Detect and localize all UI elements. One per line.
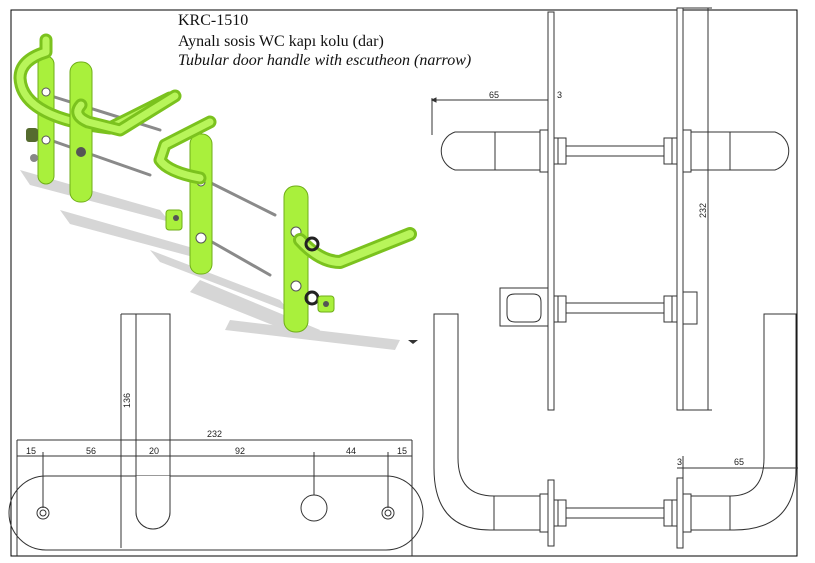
side-view-drawing [430,7,790,411]
front-view-plate [8,475,424,551]
side-view-plate-left [547,11,555,411]
product-code: KRC-1510 [178,12,249,29]
turn-knob-right [317,295,335,313]
product-name-english: Tubular door handle with escutheon (narr… [178,52,472,69]
dim-plate-total: 232 [207,429,222,439]
dim-side-height: 232 [698,203,708,218]
escutcheon-plate-middle [189,133,213,275]
dim-plate-seg-6: 15 [397,446,407,456]
isometric-exploded-view [13,33,418,350]
escutcheon-plate-front-right [283,185,309,333]
dim-handle-height: 136 [122,393,132,408]
product-name-turkish: Aynalı sosis WC kapı kolu (dar) [178,33,384,50]
top-view-lever-left [433,313,541,531]
top-view-drawing [433,313,798,549]
dim-plate-seg-2: 56 [86,446,96,456]
side-view-plate-right [676,7,684,411]
side-view-lever-right-top [689,131,790,171]
dim-plate-seg-1: 15 [26,446,36,456]
dim-plate-seg-5: 44 [346,446,356,456]
front-plate-view-drawing [8,313,424,556]
side-view-lever-left-top [440,131,541,171]
turn-knob-left [26,128,38,162]
dim-top-plate-thickness: 3 [677,457,682,467]
dim-side-plate-thickness: 3 [557,90,562,100]
dim-side-lever-length: 65 [489,90,499,100]
dim-plate-seg-4: 92 [235,446,245,456]
escutcheon-plate-front-left [69,61,93,203]
dim-plate-seg-3: 20 [149,446,159,456]
drawing-frame [10,9,798,557]
top-view-lever-right [683,313,797,531]
turn-knob-middle [165,209,183,231]
dim-top-lever-length: 65 [734,457,744,467]
